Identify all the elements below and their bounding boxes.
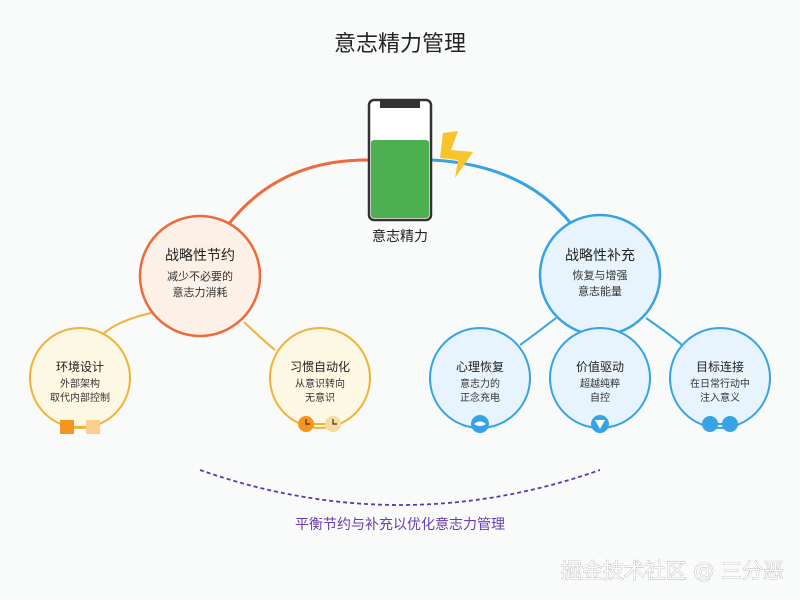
right-child-node-mental: 心理恢复 意志力的 正念充电 <box>429 327 531 429</box>
habit-line2: 无意识 <box>305 391 335 404</box>
left-child-connector-2 <box>243 321 276 351</box>
link-icon <box>702 416 738 432</box>
environment-title: 环境设计 <box>56 359 104 374</box>
left-node-title: 战略性节约 <box>165 248 235 264</box>
left-node-line1: 减少不必要的 <box>167 269 233 283</box>
mental-line2: 正念充电 <box>460 391 500 404</box>
right-node-line2: 意志能量 <box>578 284 622 298</box>
bottom-caption: 平衡节约与补充以优化意志力管理 <box>295 516 505 533</box>
battery-icon <box>367 98 433 222</box>
goal-title: 目标连接 <box>696 359 744 374</box>
right-node-line1: 恢复与增强 <box>573 268 628 282</box>
value-line1: 超越纯粹 <box>580 377 620 390</box>
blocks-icon <box>60 420 100 434</box>
clocks-icon <box>298 416 341 432</box>
left-node-line2: 意志力消耗 <box>173 285 228 299</box>
environment-line1: 外部架构 <box>60 377 100 390</box>
right-child-node-value: 价值驱动 超越纯粹 自控 <box>549 327 651 429</box>
left-strategy-node: 战略性节约 减少不必要的 意志力消耗 <box>138 214 262 338</box>
value-title: 价值驱动 <box>576 359 624 374</box>
habit-line1: 从意识转向 <box>295 377 345 390</box>
right-child-node-goal: 目标连接 在日常行动中 注入意义 <box>669 327 771 429</box>
balance-dashed-arc <box>199 469 601 506</box>
page-title: 意志精力管理 <box>334 32 466 57</box>
mental-title: 心理恢复 <box>456 360 504 374</box>
value-line2: 自控 <box>590 391 610 404</box>
lightning-icon <box>440 131 473 178</box>
center-label: 意志精力 <box>372 228 428 245</box>
left-main-arc <box>226 158 373 226</box>
left-child-node-environment: 环境设计 外部架构 取代内部控制 <box>29 327 131 429</box>
right-main-arc <box>431 158 574 226</box>
mental-line1: 意志力的 <box>460 377 500 390</box>
watermark: 掘金技术社区 @ 三分恶 <box>561 559 784 583</box>
left-child-node-habit: 习惯自动化 从意识转向 无意识 <box>269 327 371 429</box>
habit-title: 习惯自动化 <box>290 359 350 374</box>
environment-line2: 取代内部控制 <box>50 391 110 404</box>
right-strategy-node: 战略性补充 恢复与增强 意志能量 <box>538 213 662 337</box>
goal-line1: 在日常行动中 <box>690 377 750 390</box>
right-child-connector-3 <box>645 317 683 346</box>
meditation-icon <box>471 415 489 433</box>
goal-line2: 注入意义 <box>700 391 740 404</box>
compass-icon <box>591 415 609 433</box>
right-child-connector-1 <box>519 317 557 346</box>
right-node-title: 战略性补充 <box>565 248 635 264</box>
